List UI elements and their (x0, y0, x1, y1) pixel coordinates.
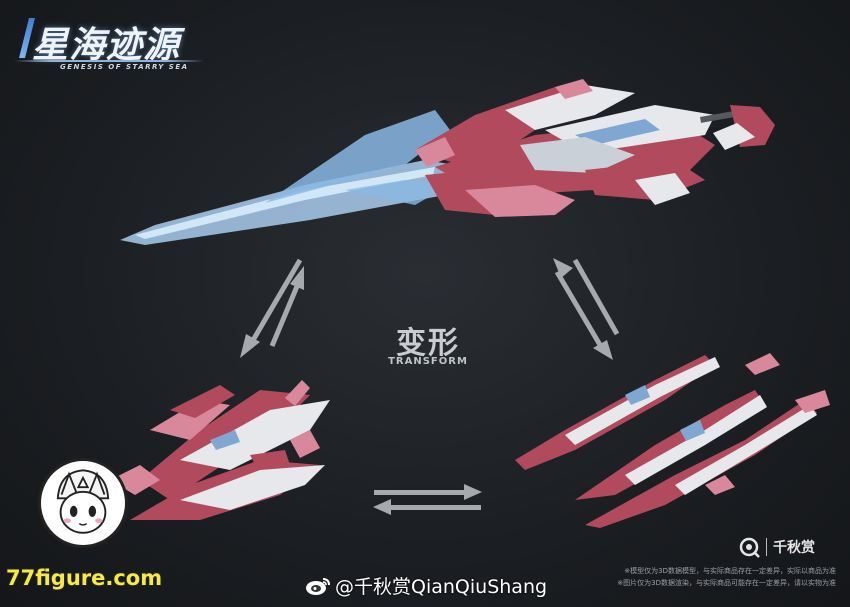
site-watermark: 77figure.com (6, 566, 163, 590)
right-transform-arrows (545, 254, 625, 362)
bottom-transform-arrows (370, 484, 485, 516)
mascot-avatar (38, 458, 128, 548)
logo-title: 星海迹源 (32, 25, 181, 66)
logo-divider (14, 60, 204, 62)
brand-name: 千秋赏 (773, 540, 815, 556)
fine-print-2: ※图片仅为3D数据渲染，与实际商品可能存在一定差异，请以实物为准 (617, 579, 836, 587)
sword-mode-figure (115, 75, 780, 255)
transform-label-cn: 变形 (396, 326, 460, 361)
fine-print-1: ※模型仅为3D数据模型，与实际商品存在一定差异，实际以商品为准 (624, 567, 836, 575)
qianqiushang-logo-icon (739, 537, 760, 558)
logo-subtitle: GENESIS OF STARRY SEA (60, 63, 189, 71)
weibo-handle: @千秋赏QianQiuShang (335, 576, 548, 598)
brand-logo: 星海迹源 GENESIS OF STARRY SEA (14, 6, 204, 76)
brand-mark: 千秋赏 (738, 536, 815, 558)
weibo-watermark: @千秋赏QianQiuShang (305, 572, 547, 599)
transform-label-en: TRANSFORM (388, 356, 468, 367)
flight-mode-figure (110, 370, 360, 535)
fighter-formation-figure (505, 335, 835, 530)
left-transform-arrows (232, 256, 312, 360)
weibo-icon (306, 577, 330, 595)
brand-divider (766, 538, 767, 556)
